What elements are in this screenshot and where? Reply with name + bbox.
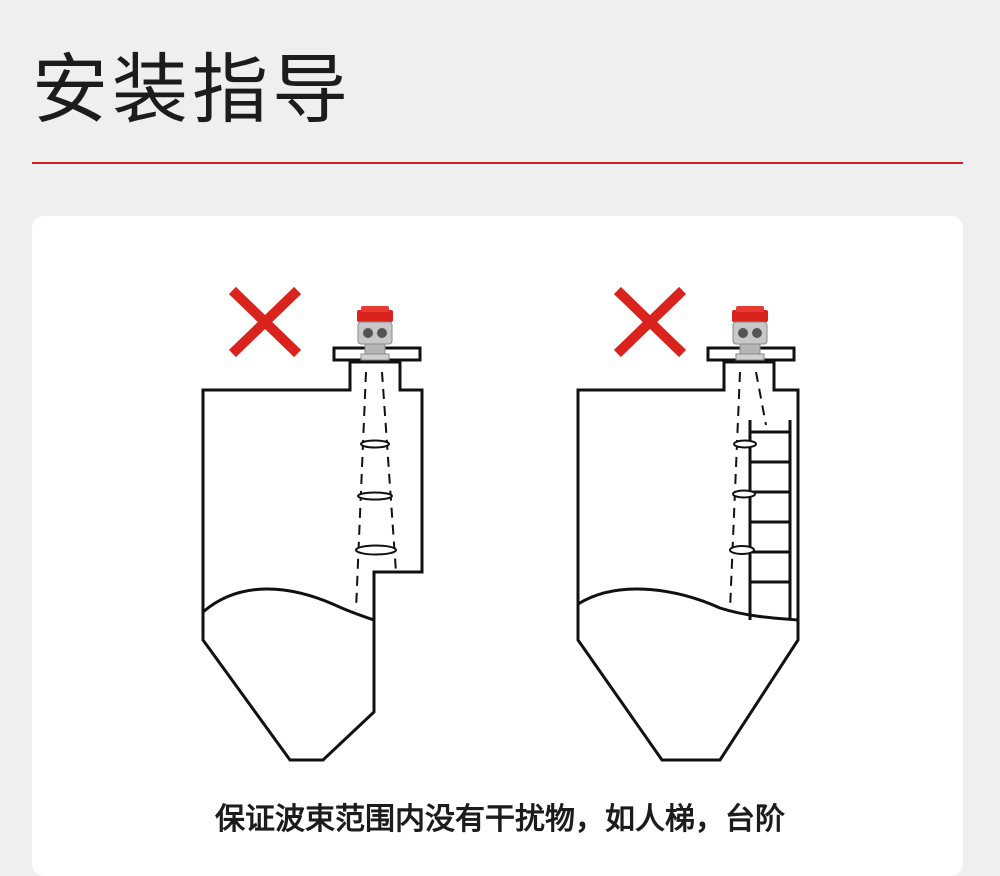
silo-left — [201, 286, 424, 762]
ladder — [748, 420, 792, 620]
page-title: 安装指导 — [32, 45, 352, 134]
title-divider — [32, 162, 963, 164]
silo-right — [576, 286, 800, 762]
installation-caption: 保证波束范围内没有干扰物，如人梯，台阶 — [215, 802, 785, 837]
content-card — [32, 216, 963, 876]
wrong-x-icon — [228, 286, 302, 358]
wrong-x-icon — [613, 286, 687, 358]
